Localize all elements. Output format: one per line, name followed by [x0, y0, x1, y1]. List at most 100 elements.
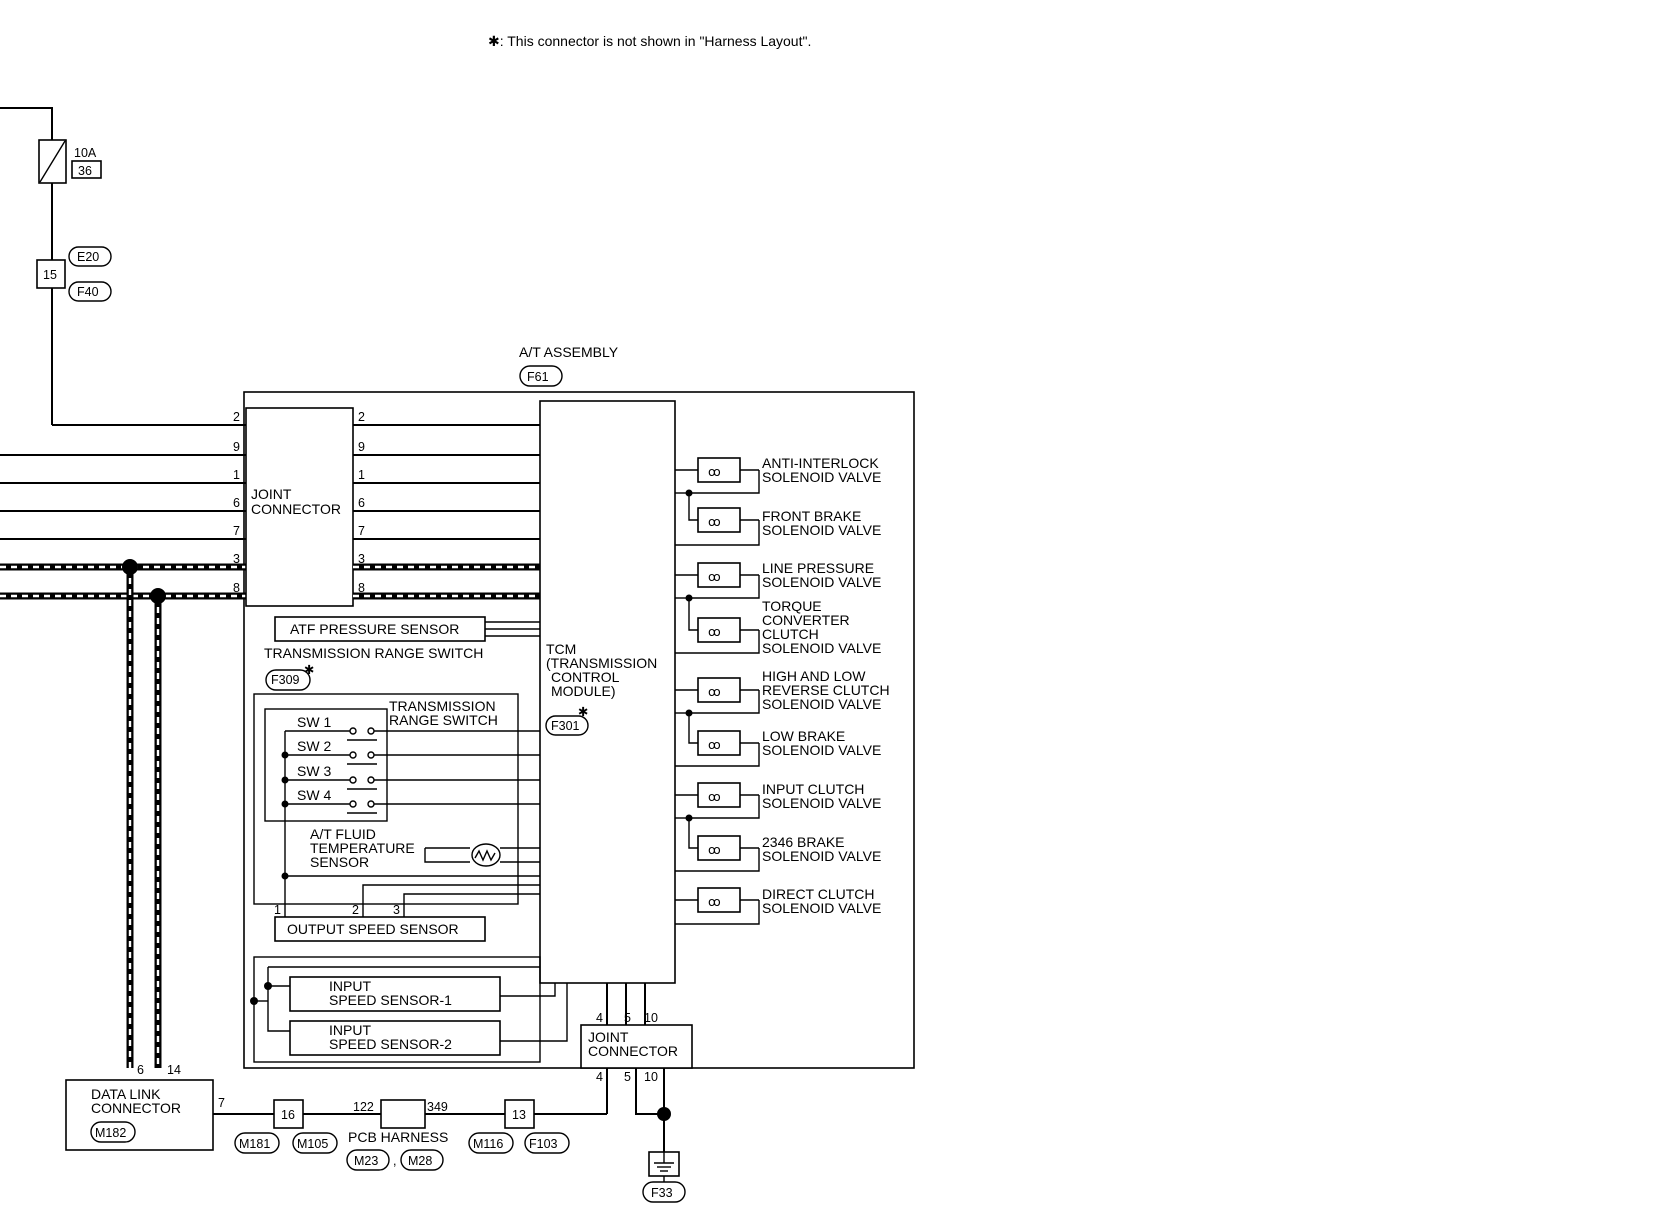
jc-pin-left: 7	[233, 524, 240, 538]
solenoid-1-line1: ANTI-INTERLOCK	[762, 455, 879, 471]
solenoid-5-line3: SOLENOID VALVE	[762, 696, 881, 712]
coil-icon: ꝏ	[708, 895, 721, 909]
joint-connector-left-line2: CONNECTOR	[251, 501, 341, 517]
trs-sw2: SW 2	[297, 738, 331, 754]
jcb-pin-top: 4	[596, 1011, 603, 1025]
trs-inner-line2: RANGE SWITCH	[389, 712, 498, 728]
connector-m28: M28	[408, 1154, 432, 1168]
atf-pressure-sensor: ATF PRESSURE SENSOR	[274, 616, 540, 642]
fluid-temperature-sensor: A/T FLUID TEMPERATURE SENSOR	[310, 826, 540, 870]
at-assembly-frame	[243, 391, 915, 1069]
tcm-line3: CONTROL	[551, 669, 620, 685]
jc-bottom-line1: JOINT	[588, 1029, 629, 1045]
junction-15: 15 E20 F40	[36, 246, 112, 302]
jcb-pin-top: 10	[644, 1011, 658, 1025]
iss2-line1: INPUT	[329, 1022, 371, 1038]
jc-pin-right: 7	[358, 524, 365, 538]
harness-13: 13 M116 F103	[468, 1099, 570, 1154]
harness-13-pin: 13	[512, 1108, 526, 1122]
pcb-pin-left: 122	[353, 1100, 374, 1114]
jcb-pin-bottom: 10	[644, 1070, 658, 1084]
coil-icon: ꝏ	[708, 790, 721, 804]
trs-inner-line1: TRANSMISSION	[389, 698, 496, 714]
at-assembly-title: A/T ASSEMBLY	[519, 344, 619, 360]
solenoid-7-line1: INPUT CLUTCH	[762, 781, 864, 797]
joint-to-tcm-wires	[353, 424, 540, 600]
jcb-pin-top: 5	[624, 1011, 631, 1025]
fuse-rating: 10A	[74, 146, 97, 160]
connector-m105: M105	[297, 1137, 328, 1151]
solenoid-valves: ꝏ ꝏ ꝏ ꝏ ꝏ ꝏ	[675, 455, 890, 925]
solenoid-9-line2: SOLENOID VALVE	[762, 900, 881, 916]
solenoid-3-line2: SOLENOID VALVE	[762, 574, 881, 590]
ground-f33: F33	[642, 1151, 686, 1203]
joint-connector-left-line1: JOINT	[251, 486, 292, 502]
jc-pin-right: 3	[358, 552, 365, 566]
connector-m182: M182	[95, 1126, 126, 1140]
trs-outer-label: TRANSMISSION RANGE SWITCH	[264, 645, 483, 661]
tcm-line1: TCM	[546, 641, 576, 657]
solenoid-8-line1: 2346 BRAKE	[762, 834, 845, 850]
trs-sw4: SW 4	[297, 787, 331, 803]
iss1-line2: SPEED SENSOR-1	[329, 992, 452, 1008]
harness-16-pin: 16	[281, 1108, 295, 1122]
solenoid-4-line3: CLUTCH	[762, 626, 819, 642]
coil-icon: ꝏ	[708, 465, 721, 479]
fluid-temp-line2: TEMPERATURE	[310, 840, 415, 856]
dlc-pin6: 6	[137, 1063, 144, 1077]
transmission-range-switch: TRANSMISSION RANGE SWITCH F309 ✱ TRANSMI…	[253, 645, 540, 905]
solenoid-6-line1: LOW BRAKE	[762, 728, 845, 744]
solenoid-2-line2: SOLENOID VALVE	[762, 522, 881, 538]
pcb-harness: 122 349 PCB HARNESS M23 , M28	[346, 1099, 448, 1171]
coil-icon: ꝏ	[708, 685, 721, 699]
tcm-line4: MODULE)	[551, 683, 616, 699]
jc-pin-left: 9	[233, 440, 240, 454]
jc-pin-right: 8	[358, 581, 365, 595]
solenoid-5-line2: REVERSE CLUTCH	[762, 682, 890, 698]
jc-pin-left: 2	[233, 410, 240, 424]
fluid-temp-line3: SENSOR	[310, 854, 369, 870]
connector-f40: F40	[77, 285, 99, 299]
solenoid-5-line1: HIGH AND LOW	[762, 668, 866, 684]
joint-connector-left: JOINT CONNECTOR 2 9 1 6 7 3 8 2 9 1 6 7 …	[233, 407, 365, 607]
input-speed-sensors: INPUT SPEED SENSOR-1 INPUT SPEED SENSOR-…	[250, 956, 568, 1063]
coil-icon: ꝏ	[708, 570, 721, 584]
fuse-number: 36	[78, 164, 92, 178]
pcb-harness-label: PCB HARNESS	[348, 1129, 448, 1145]
connector-e20: E20	[77, 250, 99, 264]
jc-pin-right: 6	[358, 496, 365, 510]
solenoid-6-line2: SOLENOID VALVE	[762, 742, 881, 758]
coil-icon: ꝏ	[708, 625, 721, 639]
jc-pin-left: 1	[233, 468, 240, 482]
solenoid-7-line2: SOLENOID VALVE	[762, 795, 881, 811]
tcm-star: ✱	[578, 705, 588, 719]
tcm: TCM (TRANSMISSION CONTROL MODULE) ✱ F301	[539, 400, 676, 984]
connector-f309: F309	[271, 673, 300, 687]
iss2-line2: SPEED SENSOR-2	[329, 1036, 452, 1052]
data-link-connector: 6 14 DATA LINK CONNECTOR M182 7	[65, 1063, 225, 1151]
trs-star: ✱	[304, 663, 314, 677]
jcb-pin-bottom: 5	[624, 1070, 631, 1084]
jc-pin-right: 9	[358, 440, 365, 454]
junction-15-pin: 15	[43, 268, 57, 282]
connector-f301: F301	[551, 719, 580, 733]
solenoid-4-line2: CONVERTER	[762, 612, 850, 628]
oss-pin2: 2	[352, 903, 359, 917]
trs-sw1: SW 1	[297, 714, 331, 730]
solenoid-2-line1: FRONT BRAKE	[762, 508, 861, 524]
solenoid-3-line1: LINE PRESSURE	[762, 560, 874, 576]
jc-pin-right: 1	[358, 468, 365, 482]
coil-icon: ꝏ	[708, 738, 721, 752]
oss-pin1: 1	[274, 903, 281, 917]
solenoid-8-line2: SOLENOID VALVE	[762, 848, 881, 864]
connector-f61: F61	[527, 370, 549, 384]
jc-bottom-line2: CONNECTOR	[588, 1043, 678, 1059]
connector-f103: F103	[529, 1137, 558, 1151]
pcb-sep: ,	[393, 1154, 396, 1168]
connector-f33: F33	[651, 1186, 673, 1200]
fuse-10a: 10A 36	[38, 139, 102, 184]
trs-contacts	[347, 727, 377, 814]
harness-16: 16 M181 M105	[234, 1099, 338, 1154]
jcb-pin-bottom: 4	[596, 1070, 603, 1084]
